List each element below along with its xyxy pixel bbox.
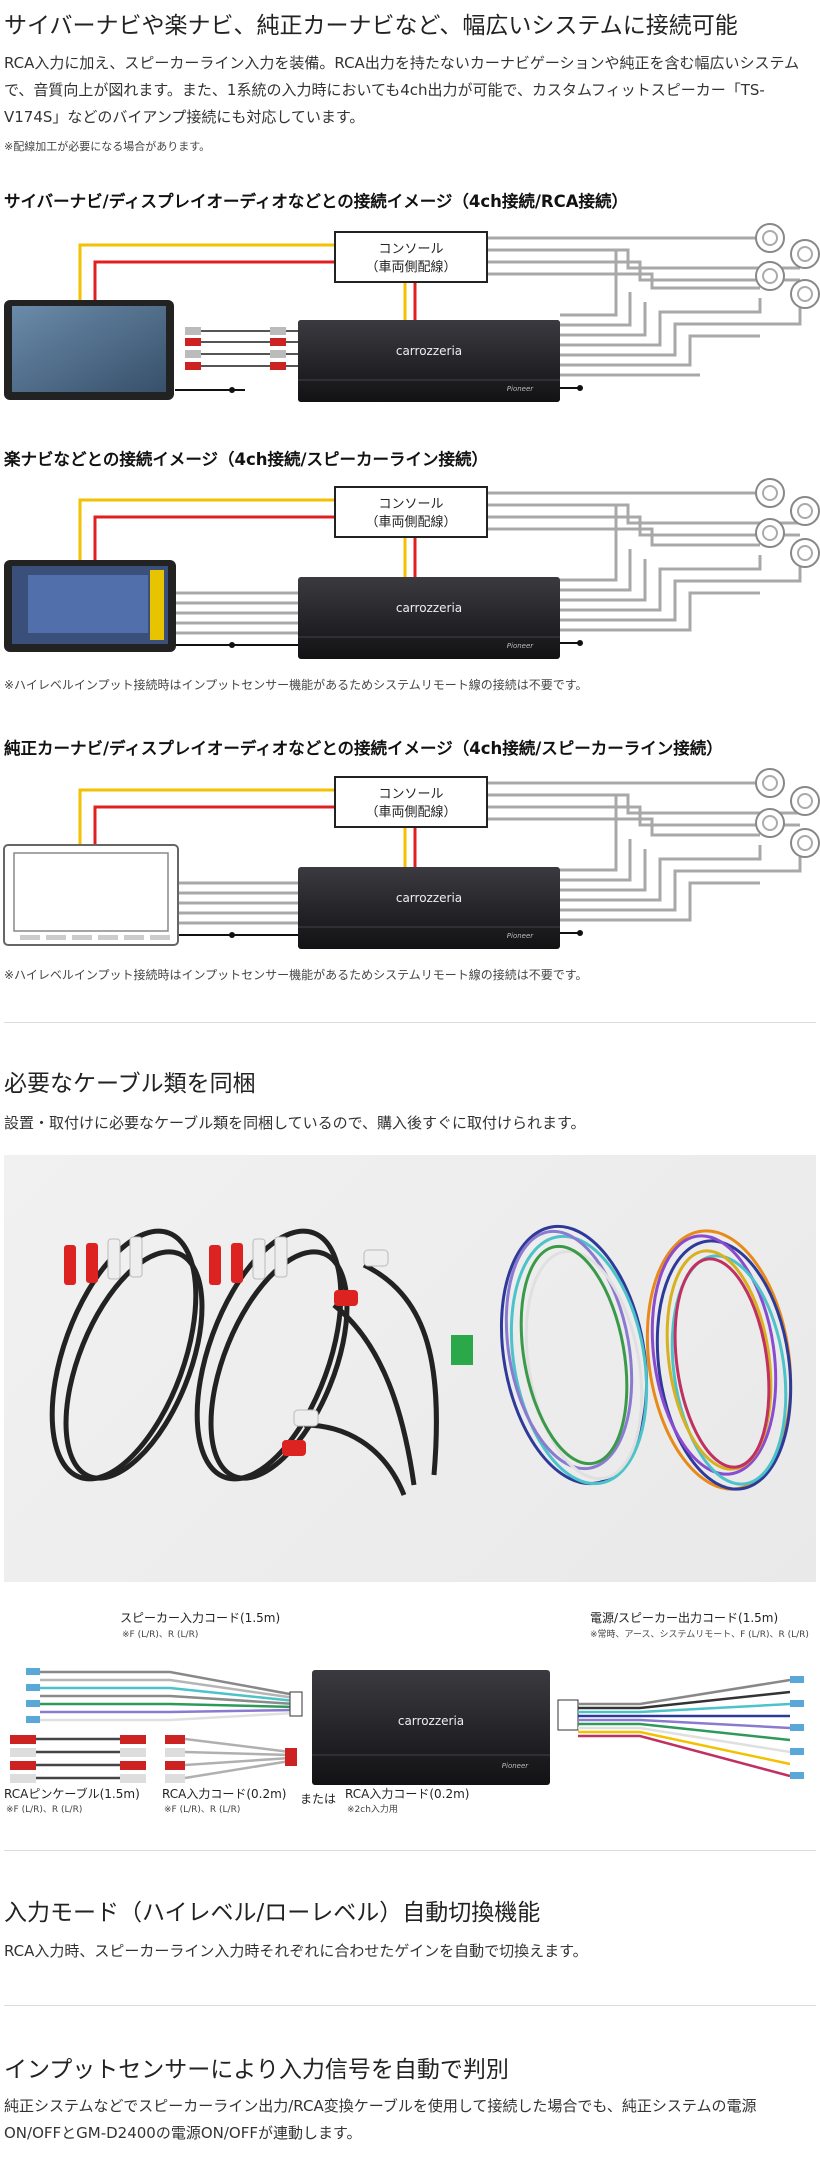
rca-input2-label: RCA入力コード(0.2m) (345, 1787, 469, 1801)
console-sublabel: （車両側配線） (365, 804, 456, 820)
speaker-icon (755, 768, 820, 858)
kit-contents-diagram: スピーカー入力コード(1.5m) ※F (L/R)、R (L/R) 電源/スピー… (0, 1600, 820, 1825)
speaker-input-sublabel: ※F (L/R)、R (L/R) (122, 1630, 198, 1640)
section-body-auto-switch: RCA入力時、スピーカーライン入力時それぞれに合わせたゲインを自動で切換えます。 (4, 1942, 588, 1960)
divider (4, 1022, 816, 1023)
rca-input2-sublabel: ※2ch入力用 (347, 1803, 398, 1815)
amp-brand: carrozzeria (396, 601, 462, 615)
diagram2-note: ※ハイレベルインプット接続時はインプットセンサー機能があるためシステムリモート線… (4, 678, 588, 692)
amp-maker: Pioneer (507, 642, 534, 650)
section-title-cables: 必要なケーブル類を同梱 (4, 1071, 256, 1097)
speaker-icon (755, 223, 820, 309)
diagram2-title: 楽ナビなどとの接続イメージ（4ch接続/スピーカーライン接続） (4, 450, 489, 469)
divider (4, 2005, 816, 2006)
amp-brand: carrozzeria (398, 1714, 464, 1728)
power-output-label: 電源/スピーカー出力コード(1.5m) (590, 1611, 778, 1625)
section-title-connectivity: サイバーナビや楽ナビ、純正カーナビなど、幅広いシステムに接続可能 (4, 13, 738, 39)
or-label: または (300, 1792, 336, 1806)
diagram1-connection: コンソール （車両側配線） carrozzeria Pioneer (4, 223, 820, 402)
console-label: コンソール (378, 242, 443, 257)
rca-input-sublabel: ※F (L/R)、R (L/R) (164, 1805, 240, 1815)
amp-maker: Pioneer (502, 1762, 529, 1770)
console-sublabel: （車両側配線） (365, 514, 456, 530)
rca-pin-sublabel: ※F (L/R)、R (L/R) (6, 1805, 82, 1815)
speaker-icon (755, 478, 820, 568)
console-label: コンソール (378, 787, 443, 802)
console-label: コンソール (378, 497, 443, 512)
divider (4, 1850, 816, 1851)
diagram3-note: ※ハイレベルインプット接続時はインプットセンサー機能があるためシステムリモート線… (4, 968, 588, 982)
section-body-connectivity: RCA入力に加え、スピーカーライン入力を装備。RCA出力を持たないカーナビゲーシ… (4, 54, 800, 126)
section-body-input-sensor: 純正システムなどでスピーカーライン出力/RCA変換ケーブルを使用して接続した場合… (4, 2097, 757, 2142)
cables-photo (4, 1155, 816, 1582)
rca-input-label: RCA入力コード(0.2m) (162, 1787, 286, 1801)
section-note-wiring: ※配線加工が必要になる場合があります。 (4, 140, 211, 153)
diagram3-title: 純正カーナビ/ディスプレイオーディオなどとの接続イメージ（4ch接続/スピーカー… (4, 739, 723, 758)
amp-brand: carrozzeria (396, 891, 462, 905)
speaker-input-label: スピーカー入力コード(1.5m) (120, 1611, 280, 1625)
amp-brand: carrozzeria (396, 344, 462, 358)
diagram1-title: サイバーナビ/ディスプレイオーディオなどとの接続イメージ（4ch接続/RCA接続… (4, 192, 629, 211)
rca-pin-label: RCAピンケーブル(1.5m) (4, 1786, 140, 1801)
console-sublabel: （車両側配線） (365, 259, 456, 275)
section-body-cables: 設置・取付けに必要なケーブル類を同梱しているので、購入後すぐに取付けられます。 (4, 1114, 586, 1132)
diagram3-connection: コンソール （車両側配線） carrozzeria Pioneer (3, 768, 820, 949)
amp-maker: Pioneer (507, 932, 534, 940)
diagram2-connection: コンソール （車両側配線） carrozzeria Pioneer (4, 478, 820, 659)
section-title-input-sensor: インプットセンサーにより入力信号を自動で判別 (4, 2057, 509, 2083)
section-title-auto-switch: 入力モード（ハイレベル/ローレベル）自動切換機能 (4, 1900, 541, 1926)
power-output-sublabel: ※常時、アース、システムリモート、F (L/R)、R (L/R) (590, 1628, 809, 1640)
amp-maker: Pioneer (507, 385, 534, 393)
